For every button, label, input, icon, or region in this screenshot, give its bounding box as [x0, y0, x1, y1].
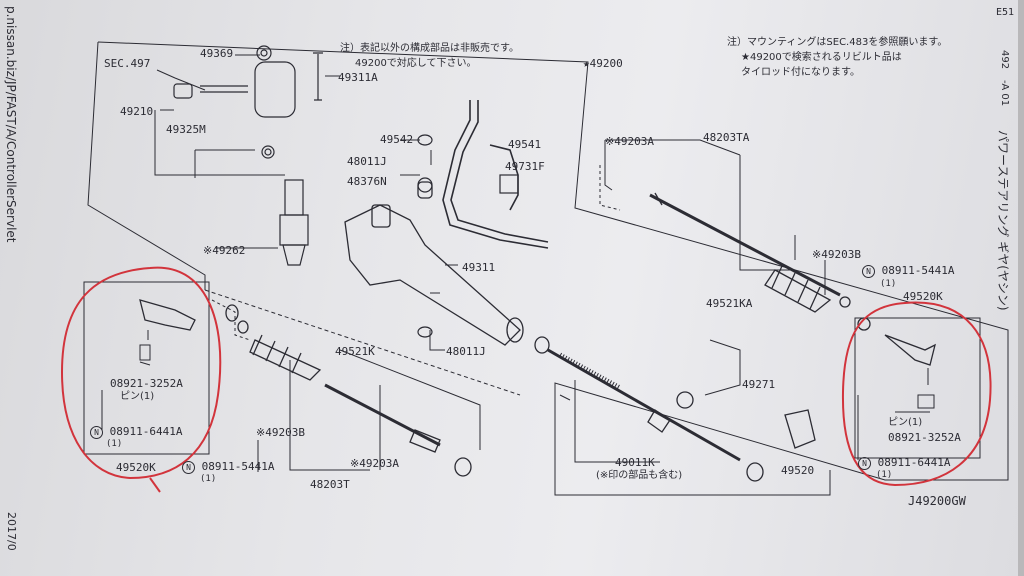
label-08921-pin-right: ピン(1): [888, 417, 923, 428]
qty-08911-5441a-right: (1): [880, 279, 897, 289]
circled-n-icon: N: [862, 265, 875, 278]
label-49210: 49210: [120, 105, 154, 118]
label-48203t: 48203T: [310, 478, 350, 491]
label-49311a: 49311A: [338, 71, 378, 84]
label-49203a-bottom: ※49203A: [350, 457, 399, 470]
label-49325m: 49325M: [166, 123, 206, 136]
note-right-line1: 注）マウンティングはSEC.483を参照願います。: [727, 37, 948, 48]
circled-n-icon: N: [182, 461, 195, 474]
part-number: 08911-5441A: [881, 264, 955, 277]
label-48203ta: 48203TA: [703, 131, 750, 144]
label-49542: 49542: [380, 133, 414, 146]
label-49203b-right: ※49203B: [812, 248, 861, 261]
part-number: 08911-5441A: [201, 460, 275, 473]
label-08921-pin-left: ピン(1): [120, 391, 155, 402]
note-right-line2: ★49200で検索されるリビルト品は: [741, 52, 902, 63]
label-08911-6441a-right: N 08911-6441A: [858, 457, 950, 470]
top-code-e51: E51: [996, 7, 1015, 18]
part-number: 08911-6441A: [877, 456, 951, 469]
label-49520k-right: 49520K: [903, 290, 943, 303]
label-49011k: 49011K: [615, 456, 655, 469]
label-48011j-lower: 48011J: [446, 345, 486, 358]
vertical-title: パワーステアリング ギヤ(ヤシン): [996, 130, 1010, 311]
label-08911-5441a-right: N 08911-5441A: [862, 265, 954, 278]
side-date: 2017/0: [5, 512, 18, 551]
label-49521ka: 49521KA: [706, 297, 753, 310]
note-right-line3: タイロッド付になります。: [741, 67, 860, 78]
label-49520: 49520: [781, 464, 815, 477]
label-49203b-left: ※49203B: [256, 426, 305, 439]
label-49011k-note: (※印の部品も含む): [596, 470, 683, 481]
label-48376n: 48376N: [347, 175, 387, 188]
label-49521k: 49521K: [335, 345, 375, 358]
label-sec497: SEC.497: [104, 57, 151, 70]
part-number: 08911-6441A: [109, 425, 183, 438]
note-left-line2: 49200で対応して下さい。: [355, 58, 477, 69]
label-08911-6441a-left: N 08911-6441A: [90, 426, 182, 439]
diagram-id: J49200GW: [908, 494, 966, 508]
qty-08911-5441a-left: (1): [200, 474, 217, 484]
label-49271: 49271: [742, 378, 776, 391]
label-08921-3252a-right: 08921-3252A: [888, 431, 961, 444]
label-49369: 49369: [200, 47, 234, 60]
note-left-line1: 注）表記以外の構成部品は非販売です。: [340, 43, 519, 54]
circled-n-icon: N: [90, 426, 103, 439]
top-code-492: 492: [999, 50, 1010, 70]
label-49262: ※49262: [203, 244, 246, 257]
label-49200: ★49200: [583, 57, 623, 70]
label-08921-3252a-left: 08921-3252A: [110, 377, 183, 390]
side-url: p.nissan.biz/JP/FAST/A/ControllerServlet: [4, 6, 18, 243]
qty-08911-6441a-left: (1): [106, 439, 123, 449]
label-49311: 49311: [462, 261, 496, 274]
circled-n-icon: N: [858, 457, 871, 470]
label-49203a-top: ※49203A: [605, 135, 654, 148]
red-highlight-circles: [60, 266, 992, 493]
label-08911-5441a-left: N 08911-5441A: [182, 461, 274, 474]
label-49520k-left: 49520K: [116, 461, 156, 474]
label-48011j-upper: 48011J: [347, 155, 387, 168]
label-49541: 49541: [508, 138, 542, 151]
qty-08911-6441a-right: (1): [876, 470, 893, 480]
top-code-a01: -A 01: [999, 80, 1010, 107]
label-49731f: 49731F: [505, 160, 545, 173]
